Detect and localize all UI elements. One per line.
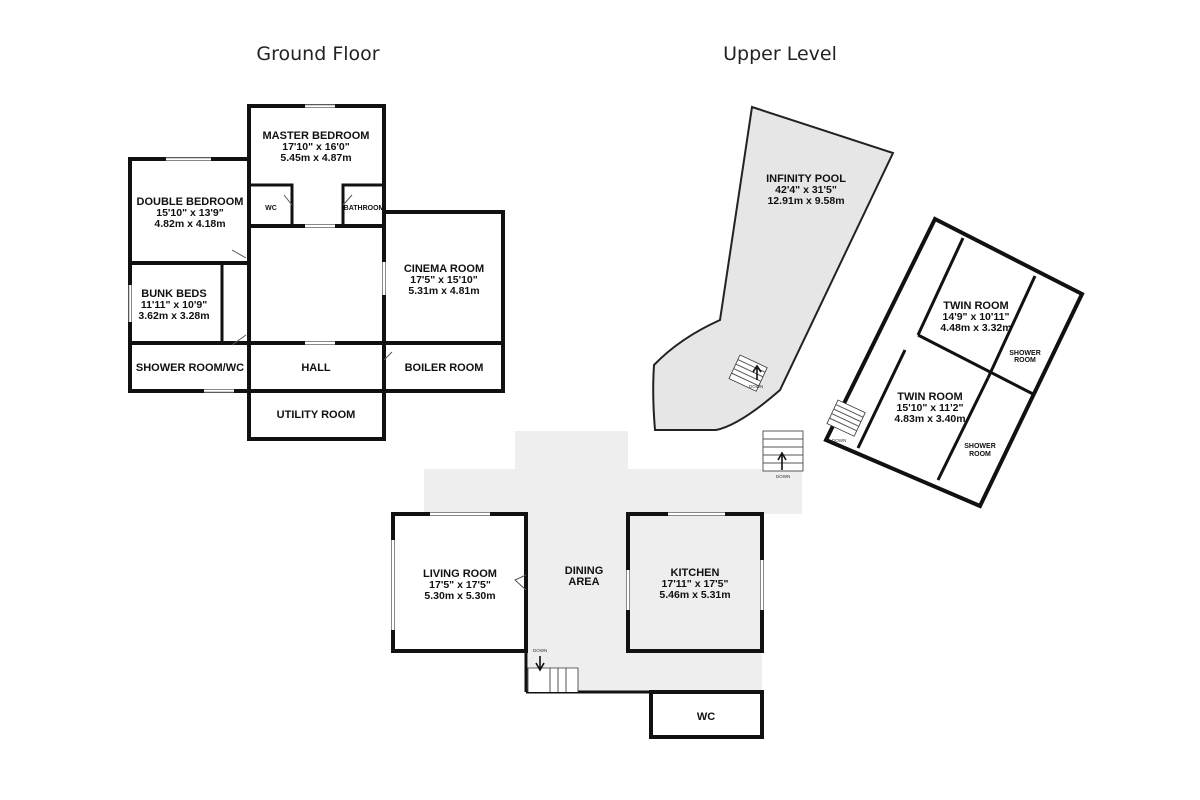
wc-ground-label: WC — [265, 205, 277, 212]
cinema-room-imperial: 17'5" x 15'10" — [410, 274, 478, 286]
twin-rooms-block: DOWN — [823, 216, 1085, 509]
cinema-room-metric: 5.31m x 4.81m — [408, 285, 479, 297]
living-room-metric: 5.30m x 5.30m — [424, 590, 495, 602]
shower-room-1-line1: SHOWER — [1009, 350, 1041, 357]
living-stairs-icon — [527, 656, 579, 692]
double-bedroom-label: DOUBLE BEDROOM — [137, 196, 244, 208]
ground-floor-heading: Ground Floor — [256, 43, 379, 65]
wc-lower-label: WC — [697, 711, 715, 723]
twin-room-2-imperial: 15'10" x 11'2" — [897, 402, 964, 414]
twin-stairs-icon — [826, 399, 866, 437]
pool-stairs-icon — [728, 354, 768, 392]
infinity-pool-area: DOWN — [652, 105, 895, 431]
master-bedroom-label: MASTER BEDROOM — [263, 130, 370, 142]
infinity-pool-metric: 12.91m x 9.58m — [767, 195, 844, 207]
twin-room-2-metric: 4.83m x 3.40m — [894, 413, 965, 425]
bathroom-label: BATHROOM — [344, 205, 385, 212]
master-bedroom-metric: 5.45m x 4.87m — [280, 152, 351, 164]
hall-label: HALL — [301, 362, 331, 374]
pool-stairs-down-label: DOWN — [749, 384, 763, 389]
bunk-beds-metric: 3.62m x 3.28m — [138, 310, 209, 322]
living-stairs-down-label: DOWN — [533, 648, 547, 653]
shower-room-2-line1: SHOWER — [964, 443, 996, 450]
bunk-beds-label: BUNK BEDS — [141, 288, 206, 300]
shower-room-1-line2: ROOM — [1014, 357, 1036, 364]
dining-area-line2: AREA — [568, 576, 599, 588]
utility-room-label: UTILITY ROOM — [277, 409, 356, 421]
dining-area-line1: DINING — [565, 565, 604, 577]
upper-level-heading: Upper Level — [723, 43, 837, 65]
terrace-stairs-icon — [762, 430, 804, 472]
shower-room-2-line2: ROOM — [969, 451, 991, 458]
terrace-area: DOWN DOWN — [391, 430, 804, 739]
kitchen-imperial: 17'11" x 17'5" — [662, 578, 729, 590]
cinema-room-label: CINEMA ROOM — [404, 263, 484, 275]
master-bedroom-imperial: 17'10" x 16'0" — [282, 141, 350, 153]
bunk-beds-imperial: 11'11" x 10'9" — [141, 299, 207, 311]
living-room-imperial: 17'5" x 17'5" — [429, 579, 491, 591]
shower-room-wc-label: SHOWER ROOM/WC — [136, 362, 244, 374]
boiler-room-label: BOILER ROOM — [405, 362, 484, 374]
ground-floor-plan — [128, 104, 505, 441]
twin-room-1-metric: 4.48m x 3.32m — [940, 322, 1011, 334]
infinity-pool-label: INFINITY POOL — [766, 173, 846, 185]
double-bedroom-imperial: 15'10" x 13'9" — [156, 207, 224, 219]
kitchen-label: KITCHEN — [671, 567, 720, 579]
twin-room-1-imperial: 14'9" x 10'11" — [943, 311, 1010, 323]
infinity-pool-imperial: 42'4" x 31'5" — [775, 184, 837, 196]
twin-stairs-down-label: DOWN — [832, 438, 846, 443]
terrace-stairs-down-label: DOWN — [776, 474, 790, 479]
twin-room-1-label: TWIN ROOM — [943, 300, 1008, 312]
twin-room-2-label: TWIN ROOM — [897, 391, 962, 403]
living-room-label: LIVING ROOM — [423, 568, 497, 580]
kitchen-metric: 5.46m x 5.31m — [659, 589, 730, 601]
double-bedroom-metric: 4.82m x 4.18m — [154, 218, 225, 230]
